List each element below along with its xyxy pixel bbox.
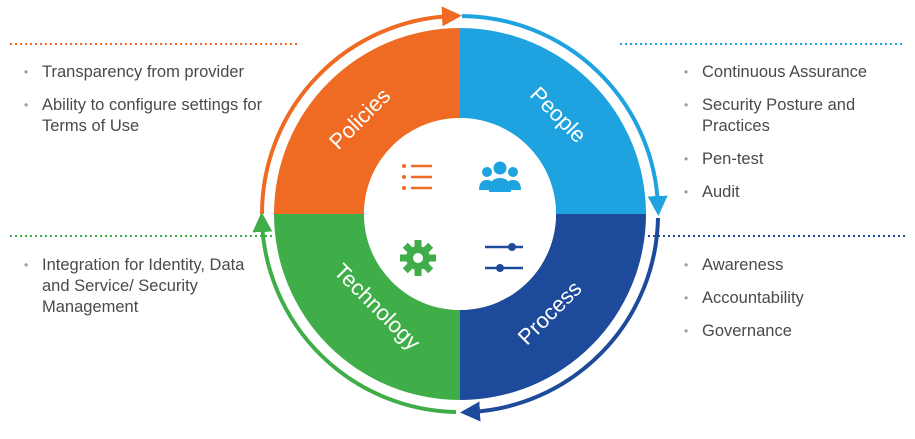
- sliders-icon: [485, 243, 523, 272]
- policies-bullet-list: Transparency from provider Ability to co…: [22, 62, 277, 149]
- process-bullet-list: Awareness Accountability Governance: [682, 255, 907, 354]
- people-quadrant: [460, 28, 646, 214]
- list-item: Continuous Assurance: [682, 62, 907, 83]
- process-quadrant: [460, 214, 646, 400]
- policies-quadrant: [274, 28, 460, 214]
- list-item: Awareness: [682, 255, 907, 276]
- center-circle: [364, 118, 556, 310]
- list-item: Audit: [682, 182, 907, 203]
- list-item: Accountability: [682, 288, 907, 309]
- technology-bullet-list: Integration for Identity, Data and Servi…: [22, 255, 272, 330]
- list-item: Ability to configure settings for Terms …: [22, 95, 277, 137]
- arrow-arc-bottom-right: [460, 217, 660, 422]
- technology-quadrant: [274, 214, 460, 400]
- group-icon: [479, 161, 521, 192]
- people-bullet-list: Continuous Assurance Security Posture an…: [682, 62, 907, 215]
- list-item: Integration for Identity, Data and Servi…: [22, 255, 272, 318]
- list-item: Pen-test: [682, 149, 907, 170]
- gear-icon: [400, 240, 436, 276]
- list-icon: [402, 164, 432, 190]
- arrow-arc-top-right: [461, 14, 668, 216]
- list-item: Transparency from provider: [22, 62, 277, 83]
- list-item: Security Posture and Practices: [682, 95, 907, 137]
- list-item: Governance: [682, 321, 907, 342]
- arrow-arc-top-left: [259, 6, 462, 215]
